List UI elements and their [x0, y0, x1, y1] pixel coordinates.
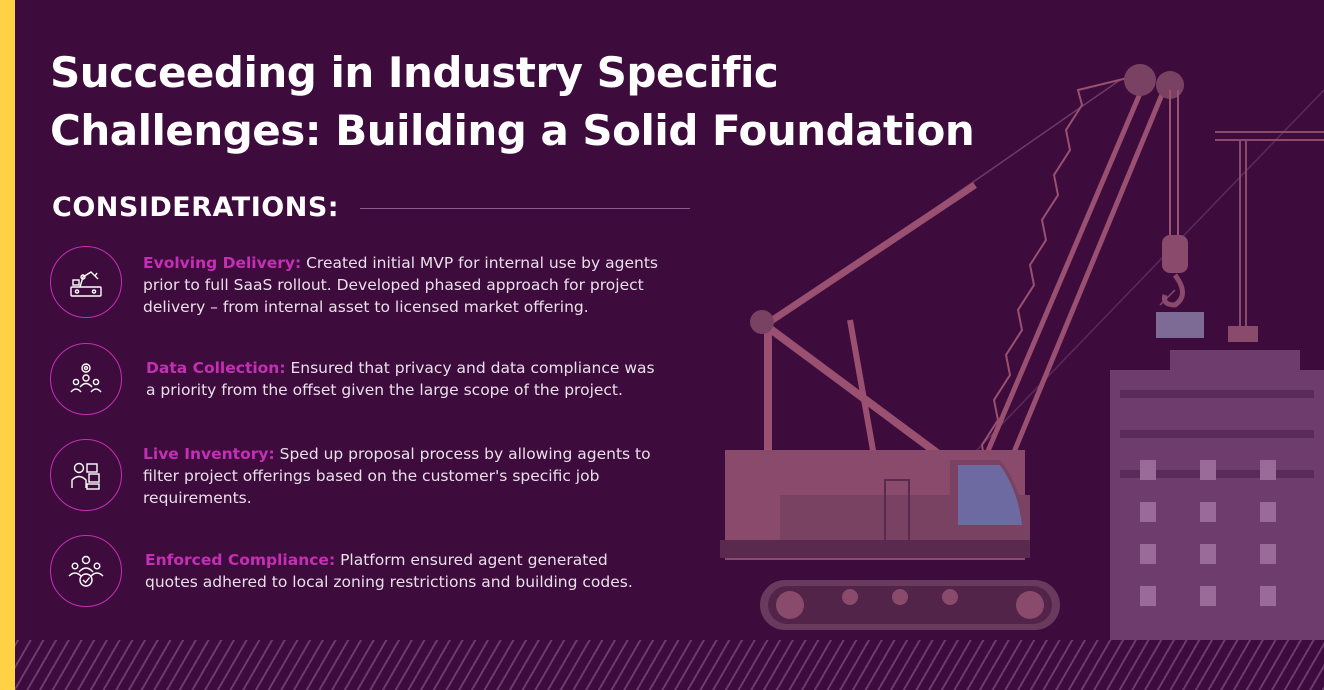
- team-check-icon: [50, 535, 122, 607]
- consideration-text: Data Collection: Ensured that privacy an…: [146, 357, 666, 401]
- accent-bar: [0, 0, 15, 690]
- consideration-label: Data Collection:: [146, 359, 286, 377]
- consideration-text: Enforced Compliance: Platform ensured ag…: [145, 549, 665, 593]
- consideration-text: Evolving Delivery: Created initial MVP f…: [143, 252, 663, 318]
- consideration-body: Sped up proposal process by allowing age…: [143, 445, 651, 507]
- consideration-label: Enforced Compliance:: [145, 551, 336, 569]
- robot-arm-icon: [50, 246, 122, 318]
- consideration-label: Live Inventory:: [143, 445, 275, 463]
- consideration-body: Platform ensured agent generated quotes …: [145, 551, 633, 591]
- team-gear-icon: [50, 343, 122, 415]
- section-divider: [360, 208, 690, 209]
- consideration-label: Evolving Delivery:: [143, 254, 302, 272]
- crane-construction-illustration: [720, 64, 1324, 640]
- consideration-body: Ensured that privacy and data compliance…: [146, 359, 655, 399]
- decorative-hatch-band: [15, 640, 1324, 690]
- consideration-body: Created initial MVP for internal use by …: [143, 254, 658, 316]
- consideration-text: Live Inventory: Sped up proposal process…: [143, 443, 663, 509]
- page-title: Succeeding in Industry Specific Challeng…: [50, 48, 975, 155]
- section-heading: CONSIDERATIONS:: [52, 192, 340, 223]
- agent-inventory-icon: [50, 439, 122, 511]
